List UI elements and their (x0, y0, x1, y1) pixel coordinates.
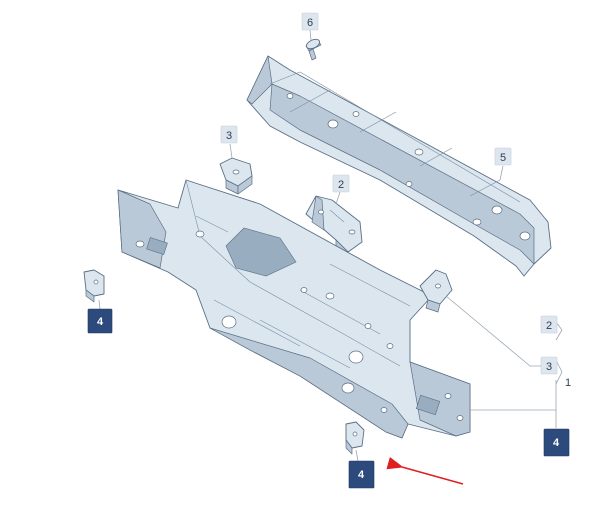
svg-text:4: 4 (97, 316, 104, 328)
callout-4-bottom: 4 (348, 460, 375, 489)
part-3-bracket-top (219, 157, 253, 195)
leader-1 (470, 380, 557, 411)
callout-1: 1 (565, 377, 571, 389)
leader-3-right (445, 295, 542, 367)
leader-3-top (229, 143, 233, 159)
svg-text:2: 2 (546, 320, 552, 332)
part-5-crossmember (246, 55, 552, 277)
part-6-screw (305, 38, 322, 61)
leader-bracket-right (555, 321, 563, 385)
part-4-clip-left (83, 269, 105, 303)
svg-text:3: 3 (226, 130, 232, 142)
svg-text:5: 5 (500, 152, 506, 164)
leader-4-bottom (355, 449, 359, 462)
callout-4-left: 4 (87, 308, 113, 334)
callout-2-top: 2 (332, 174, 350, 193)
callout-4-right: 4 (543, 428, 570, 457)
red-arrow-icon (386, 456, 464, 485)
leader-6 (309, 29, 312, 41)
callout-3-top: 3 (220, 125, 238, 144)
svg-text:2: 2 (338, 179, 344, 191)
callout-3-right: 3 (540, 356, 558, 375)
svg-text:6: 6 (307, 17, 313, 29)
callout-6: 6 (301, 12, 319, 31)
part-3-bracket-right (419, 269, 453, 313)
part-1-floor-panel (117, 179, 471, 439)
callout-5: 5 (494, 147, 512, 166)
svg-text:1: 1 (565, 377, 571, 389)
svg-text:3: 3 (546, 361, 552, 373)
part-4-clip-bottom (345, 421, 365, 455)
leader-5 (499, 165, 504, 181)
leader-2-top (335, 191, 341, 205)
svg-text:4: 4 (553, 437, 560, 449)
callout-2-right: 2 (540, 315, 558, 334)
svg-text:4: 4 (358, 469, 365, 481)
leader-4-left (98, 299, 101, 310)
